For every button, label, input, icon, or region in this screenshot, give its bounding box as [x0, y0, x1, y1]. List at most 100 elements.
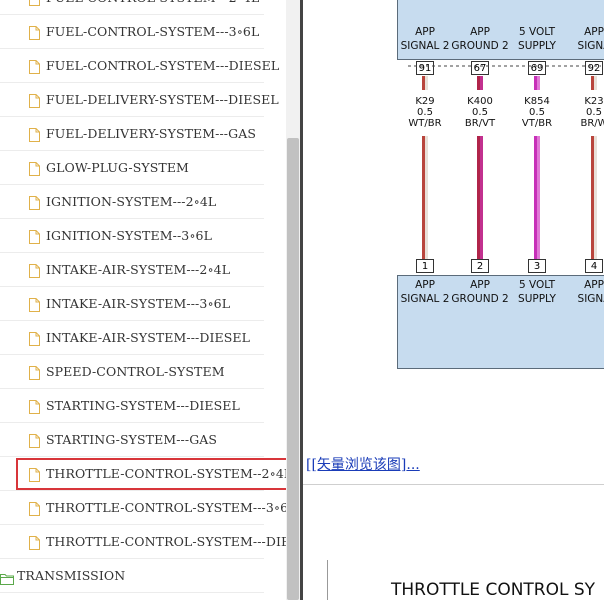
document-icon [29, 399, 40, 414]
wire-color: BR/VT [464, 118, 496, 129]
tree-file-item[interactable]: THROTTLE-CONTROL-SYSTEM---DIESEL [0, 526, 286, 559]
document-icon [29, 365, 40, 380]
wire-color: VT/BR [521, 118, 553, 129]
tree-file-item[interactable]: FUEL-CONTROL-SYSTEM---2∘4L [0, 0, 264, 15]
signal-line1: APP [415, 26, 435, 38]
document-icon [29, 25, 40, 40]
wire-gauge: 0.5 [586, 107, 602, 118]
tree-file-item[interactable]: STARTING-SYSTEM---DIESEL [0, 390, 264, 423]
signal-line2: GROUND 2 [451, 40, 509, 52]
document-icon [29, 263, 40, 278]
wire-circuit: K854 [524, 96, 550, 107]
tree-item-label: FUEL-DELIVERY-SYSTEM---DIESEL [46, 92, 279, 107]
section-separator [303, 484, 604, 485]
wire-gauge: 0.5 [529, 107, 545, 118]
signal-line1: APP [584, 279, 604, 291]
link-ellipsis: ... [406, 457, 420, 473]
document-icon [29, 161, 40, 176]
tree-file-item[interactable]: SPEED-CONTROL-SYSTEM [0, 356, 264, 389]
tree-file-item[interactable]: GLOW-PLUG-SYSTEM [0, 152, 264, 185]
document-icon [29, 127, 40, 142]
document-icon [29, 195, 40, 210]
signal-line2: SUPPLY [518, 293, 556, 305]
signal-line2: SIGNAL 2 [400, 293, 450, 305]
vector-view-link[interactable]: [[矢量浏览该图]... [306, 454, 420, 474]
tree-file-item[interactable]: IGNITION-SYSTEM--3∘6L [0, 220, 264, 253]
tree-folder-item[interactable]: TRANSMISSION [0, 560, 264, 593]
tree-file-item[interactable]: FUEL-DELIVERY-SYSTEM---DIESEL [0, 84, 279, 117]
tree-item-label: FUEL-CONTROL-SYSTEM---2∘4L [46, 0, 259, 5]
document-icon [29, 93, 40, 108]
tree-item-label: SPEED-CONTROL-SYSTEM [46, 364, 225, 379]
file-tree: FUEL-CONTROL-SYSTEM---2∘4L FUEL-CONTROL-S… [0, 0, 286, 600]
tree-file-item[interactable]: INTAKE-AIR-SYSTEM---DIESEL [0, 322, 264, 355]
scrollbar-thumb[interactable] [287, 138, 299, 600]
tree-scrollbar[interactable] [286, 0, 300, 600]
document-icon [29, 433, 40, 448]
wire-stub [422, 76, 428, 90]
wire-gauge: 0.5 [472, 107, 488, 118]
connector-pin: 92 [585, 61, 603, 75]
wire-stub [591, 76, 597, 90]
tree-file-item[interactable]: FUEL-DELIVERY-SYSTEM---GAS [0, 118, 264, 151]
signal-line1: APP [470, 26, 490, 38]
wire-circuit: K29 [415, 96, 435, 107]
document-icon [29, 0, 40, 6]
document-icon [29, 467, 40, 482]
tree-file-item[interactable]: INTAKE-AIR-SYSTEM---3∘6L [0, 288, 264, 321]
tree-file-item[interactable]: FUEL-CONTROL-SYSTEM---DIESEL [0, 50, 279, 83]
document-icon [29, 535, 40, 550]
wire-color: BR/W [580, 118, 604, 129]
connector-pin: 69 [528, 61, 546, 75]
link-text[interactable]: [矢量浏览该图] [311, 457, 407, 473]
wire-color: WT/BR [408, 118, 442, 129]
wire [422, 136, 428, 259]
tree-file-item[interactable]: FUEL-CONTROL-SYSTEM---3∘6L [0, 16, 264, 49]
tree-item-label: INTAKE-AIR-SYSTEM---DIESEL [46, 330, 251, 345]
tree-item-label: FUEL-DELIVERY-SYSTEM---GAS [46, 126, 257, 141]
bottom-connector [397, 275, 604, 369]
tree-file-item[interactable]: INTAKE-AIR-SYSTEM---2∘4L [0, 254, 264, 287]
tree-file-item[interactable]: IGNITION-SYSTEM---2∘4L [0, 186, 264, 219]
signal-line2: GROUND 2 [451, 293, 509, 305]
selection-highlight [16, 458, 295, 490]
tree-item-label: STARTING-SYSTEM---GAS [46, 432, 218, 447]
signal-line1: 5 VOLT [518, 26, 556, 38]
tree-item-label: STARTING-SYSTEM---DIESEL [46, 398, 240, 413]
document-icon [29, 331, 40, 346]
signal-line1: APP [415, 279, 435, 291]
connector-signal-label: APP GROUND 2 [440, 25, 520, 53]
signal-line2: SIGNA [577, 40, 604, 52]
document-icon [29, 59, 40, 74]
tree-item-label: TRANSMISSION [17, 568, 126, 583]
tree-item-label: INTAKE-AIR-SYSTEM---3∘6L [46, 296, 231, 311]
connector-pin: 1 [416, 259, 434, 273]
tree-item-label: IGNITION-SYSTEM--3∘6L [46, 228, 213, 243]
connector-pin: 67 [471, 61, 489, 75]
signal-line2: SUPPLY [518, 40, 556, 52]
link-bracket: [ [306, 457, 312, 473]
tree-item-label: FUEL-CONTROL-SYSTEM---DIESEL [46, 58, 280, 73]
panel-divider[interactable] [300, 0, 303, 600]
tree-item-label: GLOW-PLUG-SYSTEM [46, 160, 189, 175]
tree-item-label: FUEL-CONTROL-SYSTEM---3∘6L [46, 24, 260, 39]
tree-file-item[interactable]: THROTTLE-CONTROL-SYSTEM---3∘6L [0, 492, 286, 525]
connector-pin: 4 [585, 259, 603, 273]
wire-circuit: K23 [584, 96, 604, 107]
top-connector [397, 0, 604, 60]
tree-item-label: THROTTLE-CONTROL-SYSTEM---DIESEL [46, 534, 286, 549]
wire-gauge: 0.5 [417, 107, 433, 118]
wire-stub [477, 76, 483, 90]
folder-icon [0, 570, 14, 585]
wire [534, 136, 540, 259]
tree-file-item[interactable]: STARTING-SYSTEM---GAS [0, 424, 264, 457]
tree-file-item[interactable]: THROTTLE-CONTROL-SYSTEM--2∘4L [0, 458, 286, 491]
